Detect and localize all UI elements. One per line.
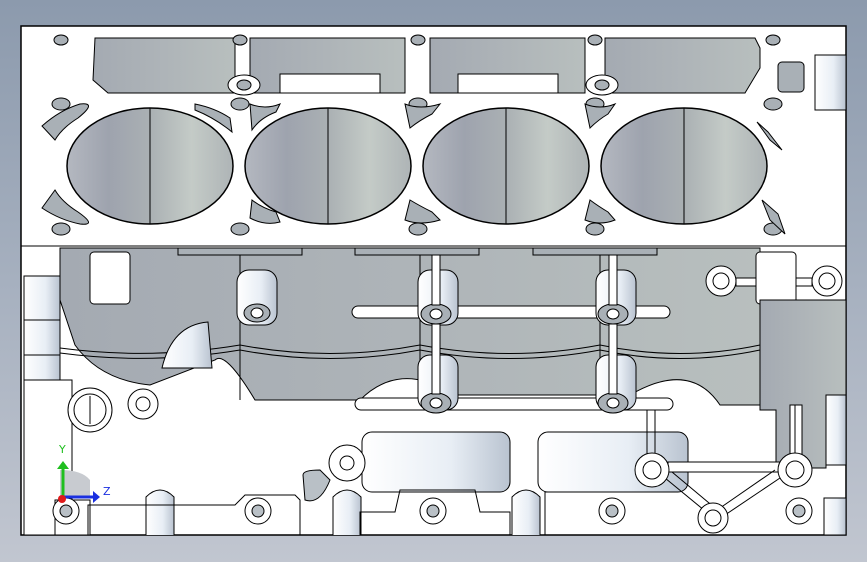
- water-jacket-slots: [41, 102, 786, 235]
- main-bearing-bosses: [236, 254, 674, 414]
- z-axis-label: Z: [103, 485, 111, 498]
- crankcase-cavities: [59, 247, 797, 406]
- left-side-features: [23, 275, 159, 536]
- cylinder-bore-4: [600, 107, 768, 225]
- y-axis-label: Y: [59, 443, 66, 456]
- oil-pan-rail: [302, 405, 813, 534]
- cylinder-bore-2: [244, 107, 412, 225]
- bottom-bolt-bosses: [52, 489, 847, 536]
- right-side-features: [705, 265, 847, 469]
- engine-block-model[interactable]: [20, 25, 847, 536]
- cylinder-bore-1: [66, 107, 234, 225]
- valley-cavities: [92, 37, 847, 111]
- bolt-bosses: [227, 74, 619, 96]
- cylinder-bore-3: [422, 107, 590, 225]
- triad-plane-icon: [60, 470, 90, 497]
- cylinder-bores: [66, 107, 768, 225]
- coordinate-triad: [57, 461, 100, 503]
- x-axis-origin-icon: [58, 495, 66, 503]
